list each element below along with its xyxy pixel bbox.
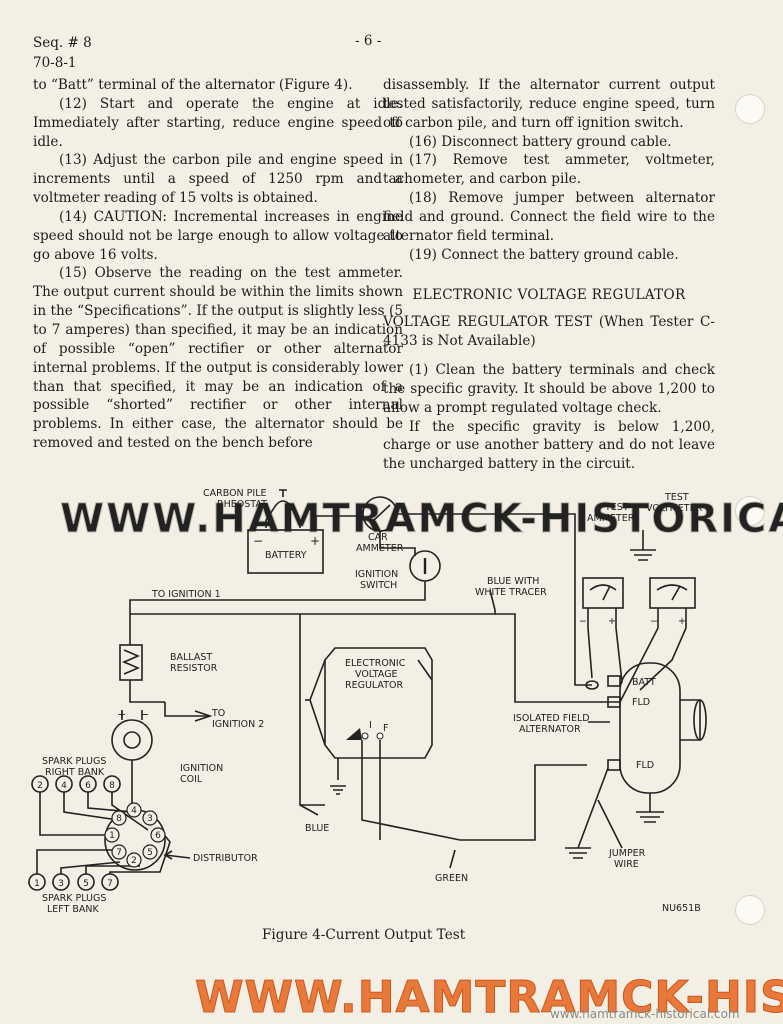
coil-minus: − xyxy=(140,708,149,721)
figure-code: NU651B xyxy=(662,903,701,914)
regulator-f-terminal: F xyxy=(383,723,388,734)
blue-wire-label: BLUE xyxy=(305,823,329,834)
ignition-switch-label-2: SWITCH xyxy=(360,580,397,591)
left-bank-label: LEFT BANK xyxy=(47,904,100,915)
sequence-number: Seq. # 8 xyxy=(33,35,92,51)
left-text-column: to “Batt” terminal of the alternator (Fi… xyxy=(33,76,403,453)
test-voltmeter-minus: − xyxy=(650,616,658,627)
test-ammeter-label-2: AMMETER xyxy=(587,513,635,524)
right-bank-label: RIGHT BANK xyxy=(45,767,105,778)
alternator-fld-terminal-2: FLD xyxy=(636,760,654,771)
paragraph: disassembly. If the alternator current o… xyxy=(383,77,715,131)
resistor-label: RESISTOR xyxy=(170,663,218,674)
regulator-label-1: ELECTRONIC xyxy=(345,658,406,669)
ignition-2-label: IGNITION 2 xyxy=(212,719,264,730)
footer-url: www.hamtramck-historical.com xyxy=(550,1007,740,1021)
test-ammeter-label: TEST xyxy=(604,502,629,513)
distributor-terminal: 4 xyxy=(131,806,137,816)
jumper-label: JUMPER xyxy=(608,848,646,859)
plug-number: 1 xyxy=(34,879,40,889)
to-label: TO xyxy=(211,708,225,719)
rheostat-label: RHEOSTAT xyxy=(217,499,267,510)
battery-minus: − xyxy=(253,534,263,548)
distributor-terminal: 5 xyxy=(147,848,153,858)
green-wire-label: GREEN xyxy=(435,873,468,884)
paragraph: (16) Disconnect battery ground cable. xyxy=(409,133,672,150)
plug-number: 5 xyxy=(83,879,89,889)
regulator-label-2: VOLTAGE xyxy=(355,669,398,680)
paragraph: (18) Remove jumper between alternator fi… xyxy=(383,190,715,244)
plug-number: 3 xyxy=(58,879,64,889)
test-voltmeter-plus: + xyxy=(678,616,686,627)
ignition-coil-label: IGNITION xyxy=(180,763,223,774)
distributor-terminal: 7 xyxy=(116,848,122,858)
distributor-terminal: 8 xyxy=(116,814,122,824)
ignition-switch-label: IGNITION xyxy=(355,569,398,580)
jumper-wire-label: WIRE xyxy=(614,859,639,870)
plug-number: 2 xyxy=(37,781,43,791)
paragraph: (12) Start and operate the engine at idl… xyxy=(33,95,403,150)
subsection-title: VOLTAGE REGULATOR TEST (When Tester C-41… xyxy=(383,314,715,350)
regulator-label-3: REGULATOR xyxy=(345,680,403,691)
car-ammeter-label-2: AMMETER xyxy=(356,543,404,554)
right-text-column: disassembly. If the alternator current o… xyxy=(383,76,715,474)
carbon-pile-label: CARBON PILE xyxy=(203,488,267,499)
ignition-coil-label-2: COIL xyxy=(180,774,203,785)
distributor-terminal: 2 xyxy=(131,856,137,866)
blue-white-label: BLUE WITH xyxy=(487,576,539,587)
document-date: 70-8-1 xyxy=(33,55,77,71)
coil-plus: + xyxy=(117,708,126,721)
regulator-i-terminal: I xyxy=(369,720,372,731)
paragraph: (19) Connect the battery ground cable. xyxy=(409,246,679,263)
car-ammeter-label: CAR xyxy=(368,532,388,543)
punch-hole xyxy=(735,895,765,925)
test-voltmeter-label: TEST xyxy=(664,492,689,503)
white-tracer-label: WHITE TRACER xyxy=(475,587,547,598)
distributor-terminal: 6 xyxy=(155,831,161,841)
paragraph: to “Batt” terminal of the alternator (Fi… xyxy=(33,77,353,93)
watermark-band: WWW.HAMTRAMCK-HISTORICAL.COM xyxy=(60,496,783,542)
plug-number: 7 xyxy=(107,879,113,889)
alternator-label: ALTERNATOR xyxy=(519,724,581,735)
distributor-terminal: 1 xyxy=(109,831,115,841)
paragraph: If the specific gravity is below 1,200, … xyxy=(383,418,715,473)
ballast-label: BALLAST xyxy=(170,652,212,663)
page-number: - 6 - xyxy=(355,33,382,49)
footer-watermark: WWW.HAMTRAMCK-HISTORICAL.COM xyxy=(194,972,783,1024)
punch-hole xyxy=(735,94,765,124)
alternator-batt-terminal: BATT xyxy=(632,677,656,688)
test-ammeter-minus: − xyxy=(579,616,587,627)
plug-number: 8 xyxy=(109,781,115,791)
alternator-fld-terminal: FLD xyxy=(632,697,650,708)
to-ignition-1-label: TO IGNITION 1 xyxy=(151,589,221,600)
test-voltmeter-label-2: VOLTMETER xyxy=(646,503,703,514)
distributor-terminal: 3 xyxy=(147,814,153,824)
paragraph: (15) Observe the reading on the test amm… xyxy=(33,265,403,452)
distributor-label: DISTRIBUTOR xyxy=(193,853,258,864)
paragraph: (13) Adjust the carbon pile and engine s… xyxy=(33,152,403,207)
test-ammeter-plus: + xyxy=(608,616,616,627)
battery-plus: + xyxy=(310,534,320,548)
plug-number: 4 xyxy=(61,781,67,791)
section-title: ELECTRONIC VOLTAGE REGULATOR xyxy=(412,287,686,304)
paragraph: (17) Remove test ammeter, voltmeter, tac… xyxy=(383,152,715,188)
punch-hole xyxy=(735,496,765,526)
figure-caption: Figure 4-Current Output Test xyxy=(262,927,466,943)
spark-plugs-left-label: SPARK PLUGS xyxy=(42,893,106,904)
battery-label: BATTERY xyxy=(265,550,307,561)
paragraph: (14) CAUTION: Incremental increases in e… xyxy=(33,208,403,263)
isolated-field-label: ISOLATED FIELD xyxy=(513,713,590,724)
plug-number: 6 xyxy=(85,781,91,791)
paragraph: (1) Clean the battery terminals and chec… xyxy=(383,361,715,416)
spark-plugs-right-label: SPARK PLUGS xyxy=(42,756,106,767)
